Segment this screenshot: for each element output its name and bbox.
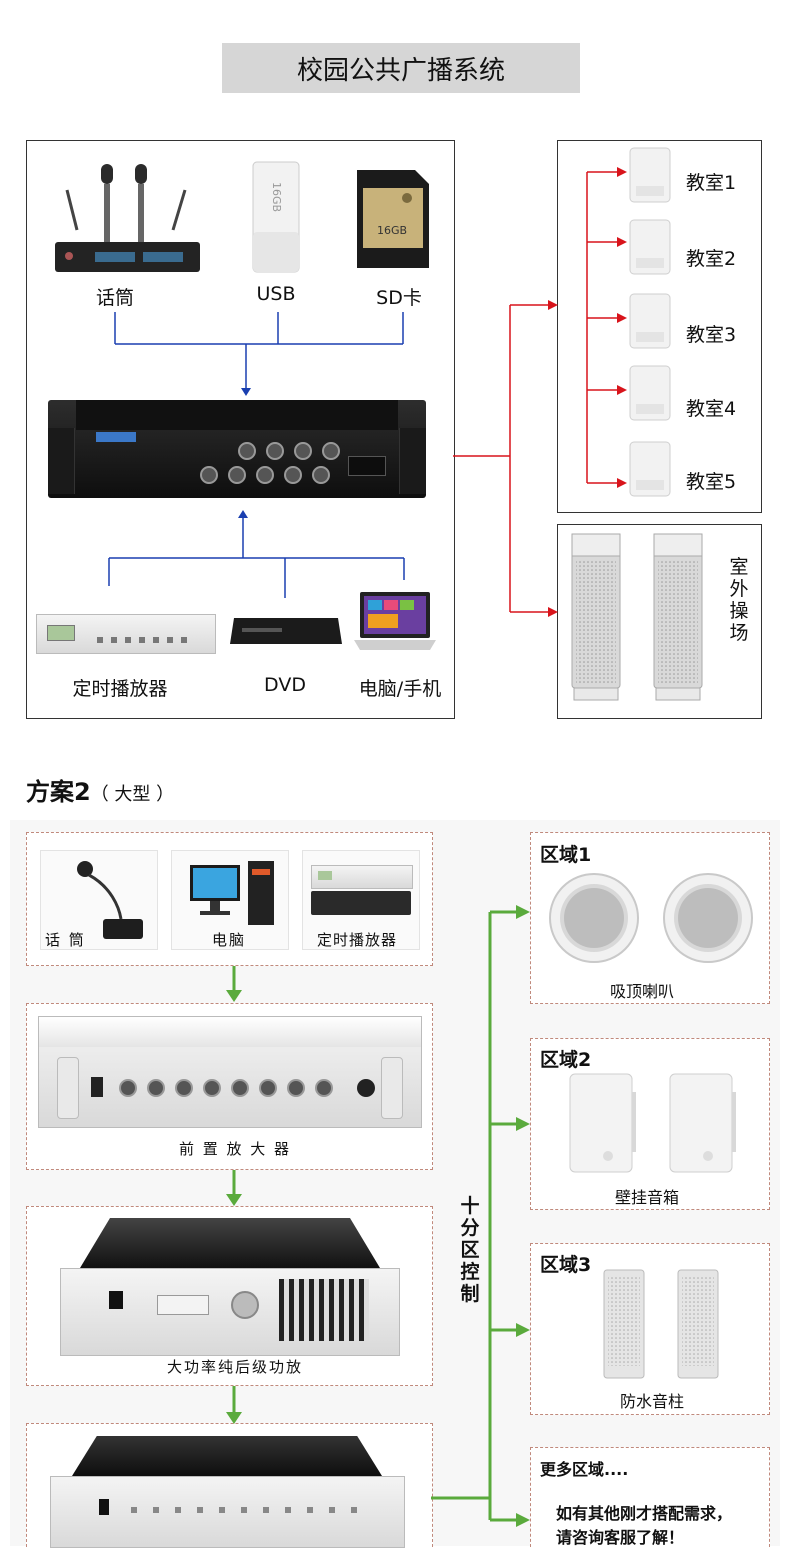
usb-capacity-text: 16GB <box>270 182 283 213</box>
plan2-connection-lines <box>226 905 530 1527</box>
input-card-mic: 话 筒 <box>40 850 158 950</box>
column-speaker-icon <box>570 532 622 702</box>
source-label-dvd: DVD <box>264 674 306 696</box>
input-label-timer-player: 定时播放器 <box>317 931 398 949</box>
plan2-subtitle: （ 大型 ） <box>90 784 175 805</box>
wall-speaker-icon <box>628 218 672 276</box>
zone-3-title: 区域3 <box>540 1254 592 1276</box>
more-zones-title: 更多区域.... <box>540 1460 629 1479</box>
zone-2-title: 区域2 <box>540 1049 592 1071</box>
dvd-player-icon <box>228 614 344 648</box>
ceiling-speaker-icon <box>549 873 639 963</box>
classroom-label-4: 教室4 <box>686 398 737 420</box>
column-speaker-icon <box>652 532 704 702</box>
classroom-label-2: 教室2 <box>686 248 737 270</box>
classroom-label-1: 教室1 <box>686 172 737 194</box>
preamp-icon <box>38 1016 422 1128</box>
wall-speaker-icon <box>628 364 672 422</box>
input-card-computer: 电脑 <box>171 850 289 950</box>
timer-player-icon <box>36 614 216 654</box>
zone-amplifier-icon <box>50 1432 405 1548</box>
mixer-amplifier-icon <box>48 400 426 498</box>
zone-control-label: 十分区控制 <box>460 1195 480 1305</box>
power-amplifier-icon <box>60 1218 400 1356</box>
classroom-label-3: 教室3 <box>686 324 737 346</box>
column-speaker-icon <box>677 1269 719 1379</box>
rack-unit-icon <box>311 891 411 915</box>
zone-1-caption: 吸顶喇叭 <box>610 982 675 1001</box>
input-card-timer-player: 定时播放器 <box>302 850 420 950</box>
source-label-mic: 话筒 <box>95 287 134 309</box>
wall-speaker-icon <box>628 146 672 204</box>
source-label-usb: USB <box>256 283 296 305</box>
wall-speaker-icon <box>628 440 672 498</box>
sd-card-icon: 16GB <box>355 168 431 270</box>
zone-1-title: 区域1 <box>540 844 592 866</box>
zone-3-box <box>530 1243 770 1415</box>
preamp-label: 前 置 放 大 器 <box>178 1140 292 1158</box>
more-zones-note-1: 如有其他刚才搭配需求， <box>556 1504 733 1523</box>
zone-2-caption: 壁挂音箱 <box>615 1188 680 1207</box>
page-title: 校园公共广播系统 <box>222 43 580 93</box>
plan2-title: 方案2 <box>26 778 91 806</box>
usb-drive-icon: 16GB <box>251 160 301 275</box>
plan2-title-wrap: 方案2（ 大型 ） <box>26 772 174 807</box>
input-label-mic: 话 筒 <box>45 931 86 949</box>
desktop-computer-icon <box>190 861 274 925</box>
source-label-laptop: 电脑/手机 <box>358 678 442 700</box>
timer-player-icon <box>311 865 413 889</box>
wireless-mic-receiver-icon <box>45 160 205 275</box>
sd-capacity-text: 16GB <box>377 224 408 237</box>
classroom-label-5: 教室5 <box>686 471 737 493</box>
column-speaker-icon <box>603 1269 645 1379</box>
source-label-sd: SD卡 <box>376 287 422 309</box>
outdoor-label: 室外操场 <box>729 556 749 644</box>
gooseneck-mic-icon <box>77 861 143 939</box>
input-label-computer: 电脑 <box>212 931 247 949</box>
source-label-timer-player: 定时播放器 <box>72 678 168 700</box>
wall-speaker-icon <box>669 1073 736 1173</box>
ceiling-speaker-icon <box>663 873 753 963</box>
wall-speaker-icon <box>628 292 672 350</box>
wall-speaker-icon <box>569 1073 636 1173</box>
zone-3-caption: 防水音柱 <box>620 1392 685 1411</box>
more-zones-box <box>530 1447 770 1547</box>
laptop-icon <box>352 590 438 656</box>
plan1-connection-lines <box>108 167 627 617</box>
more-zones-note-2: 请咨询客服了解！ <box>556 1528 685 1547</box>
poweramp-label: 大功率纯后级功放 <box>166 1358 303 1376</box>
